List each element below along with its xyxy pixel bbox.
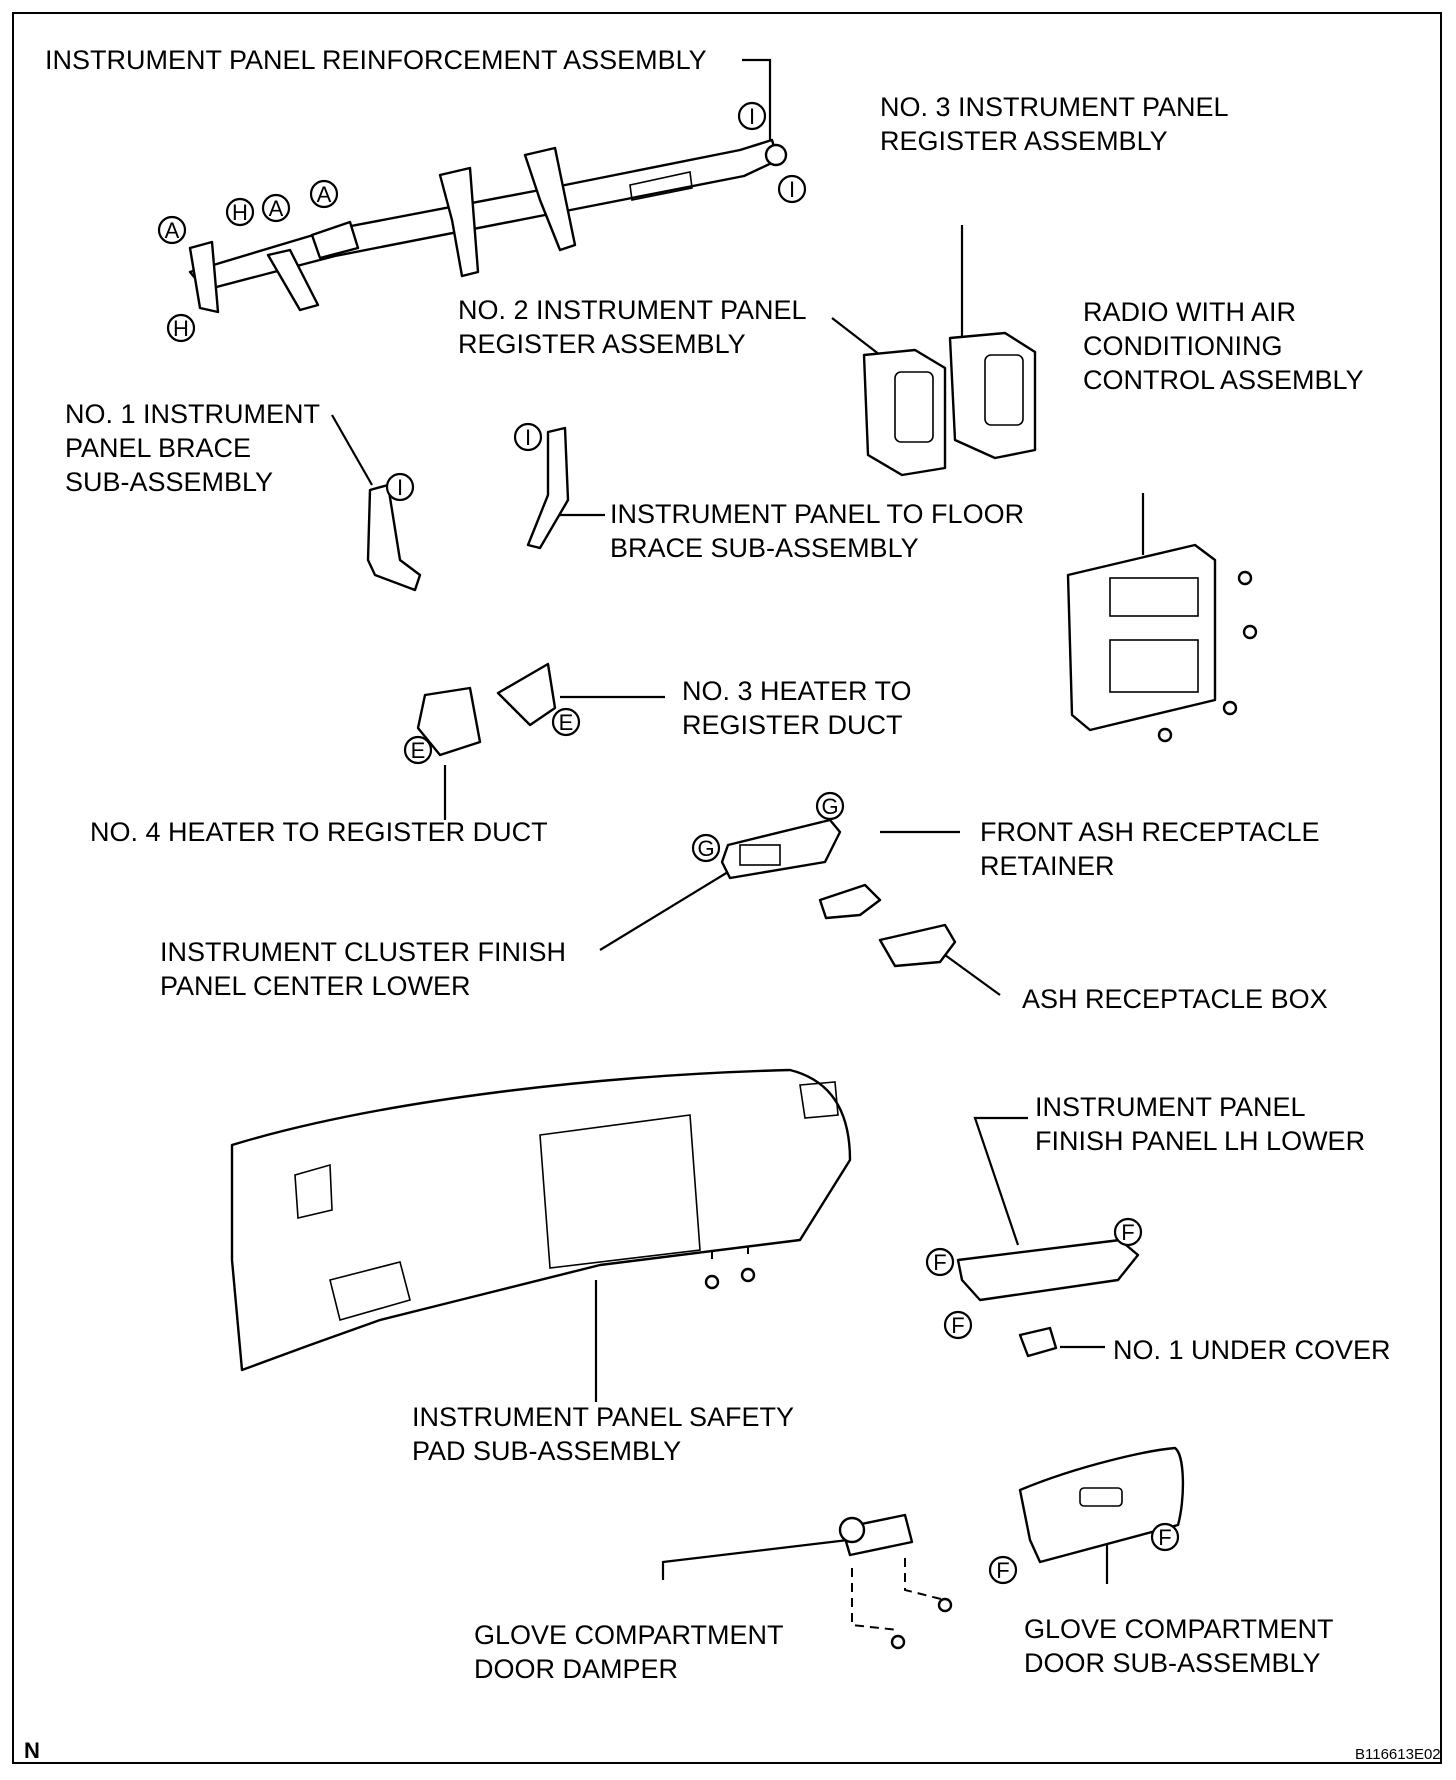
clip-marker-a [261, 193, 291, 223]
label-damper: GLOVE COMPARTMENT DOOR DAMPER [474, 1620, 784, 1684]
clip-marker-a [157, 215, 187, 245]
clip-marker-f [925, 1247, 955, 1277]
clip-marker-f [1113, 1217, 1143, 1247]
reinforcement-beam [188, 138, 788, 314]
clip-marker-i [737, 101, 767, 131]
clip-marker-h [225, 197, 255, 227]
svg-text:F: F [996, 1558, 1009, 1583]
label-finish-lh: INSTRUMENT PANEL FINISH PANEL LH LOWER [1035, 1092, 1366, 1156]
label-no3-register: NO. 3 INSTRUMENT PANEL REGISTER ASSEMBLY [880, 92, 1229, 156]
svg-text:I: I [789, 177, 795, 202]
clip-marker-e [551, 707, 581, 737]
svg-text:G: G [821, 794, 838, 819]
label-cluster-finish: INSTRUMENT CLUSTER FINISH PANEL CENTER L… [160, 937, 567, 1001]
clip-marker-a [309, 179, 339, 209]
label-floor-brace: INSTRUMENT PANEL TO FLOOR BRACE SUB-ASSE… [610, 499, 1025, 563]
svg-text:G: G [697, 836, 714, 861]
label-no2-register: NO. 2 INSTRUMENT PANEL REGISTER ASSEMBLY [458, 295, 807, 359]
label-under-cover: NO. 1 UNDER COVER [1113, 1335, 1391, 1365]
svg-text:H: H [173, 316, 189, 341]
label-no3-duct: NO. 3 HEATER TO REGISTER DUCT [682, 676, 912, 740]
label-no4-duct: NO. 4 HEATER TO REGISTER DUCT [90, 817, 548, 847]
svg-text:I: I [397, 475, 403, 500]
label-reinforcement: INSTRUMENT PANEL REINFORCEMENT ASSEMBLY [45, 45, 707, 75]
svg-text:F: F [933, 1250, 946, 1275]
diagram-frame [12, 12, 1442, 1764]
finish-panel-lh-lower [956, 1238, 1140, 1358]
svg-text:A: A [269, 196, 284, 221]
svg-text:E: E [411, 738, 426, 763]
svg-text:E: E [559, 710, 574, 735]
label-no1-brace: NO. 1 INSTRUMENT PANEL BRACE SUB-ASSEMBL… [65, 399, 321, 497]
clip-marker-h [166, 313, 196, 343]
cluster-finish-and-ash [720, 818, 957, 968]
heater-ducts [416, 662, 557, 757]
svg-text:A: A [165, 218, 180, 243]
label-radio: RADIO WITH AIR CONDITIONING CONTROL ASSE… [1083, 297, 1364, 395]
svg-text:I: I [525, 425, 531, 450]
clip-marker-g [815, 791, 845, 821]
clip-marker-i [777, 174, 807, 204]
clip-marker-i [385, 472, 415, 502]
svg-text:I: I [749, 104, 755, 129]
figure-code: B116613E02 [1355, 1746, 1441, 1763]
corner-mark: N [24, 1738, 40, 1763]
clip-markers: A H A A H I I I I E E G G F F F F F [157, 101, 1180, 1585]
radio-assembly [1066, 543, 1258, 743]
register-assemblies [862, 331, 1037, 477]
clip-marker-f [988, 1555, 1018, 1585]
svg-text:A: A [317, 182, 332, 207]
clip-marker-f [1150, 1522, 1180, 1552]
label-ash-retainer: FRONT ASH RECEPTACLE RETAINER [980, 817, 1320, 881]
braces [366, 426, 570, 592]
svg-text:F: F [1158, 1525, 1171, 1550]
svg-text:H: H [232, 200, 248, 225]
clip-marker-e [403, 735, 433, 765]
clip-marker-i [513, 422, 543, 452]
clip-marker-g [691, 833, 721, 863]
label-glove-door: GLOVE COMPARTMENT DOOR SUB-ASSEMBLY [1024, 1614, 1334, 1678]
label-ash-box: ASH RECEPTACLE BOX [1022, 984, 1328, 1014]
glove-compartment [838, 1446, 1185, 1650]
svg-text:F: F [1121, 1220, 1134, 1245]
clip-marker-f [943, 1310, 973, 1340]
safety-pad [230, 1068, 852, 1372]
svg-text:F: F [951, 1313, 964, 1338]
label-safety-pad: INSTRUMENT PANEL SAFETY PAD SUB-ASSEMBLY [412, 1402, 795, 1466]
